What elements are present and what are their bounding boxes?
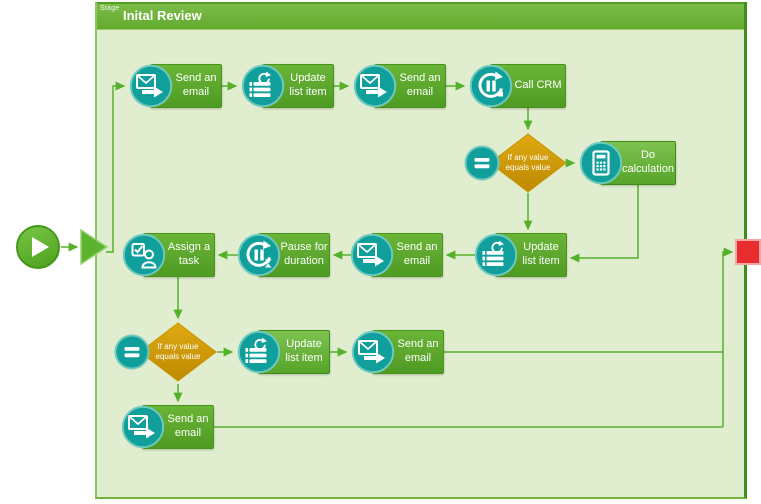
step-call-crm[interactable]: Call CRM: [469, 64, 566, 108]
step-label: Send an email: [396, 241, 438, 267]
step-update-list-item[interactable]: Update list item: [474, 233, 567, 277]
update-list-item-icon: [237, 330, 281, 374]
step-pause-duration[interactable]: Pause for duration: [237, 233, 330, 277]
step-label: Pause for duration: [280, 241, 328, 267]
workflow-start-node[interactable]: [16, 225, 60, 269]
stage-title[interactable]: Inital Review: [123, 8, 202, 23]
workflow-end-node[interactable]: [735, 239, 761, 265]
condition-label: If any value equals value: [505, 152, 551, 172]
update-list-item-icon: [474, 233, 518, 277]
step-label: Send an email: [399, 72, 441, 98]
update-list-item-icon: [241, 64, 285, 108]
step-send-email[interactable]: Send an email: [121, 405, 214, 449]
equals-icon[interactable]: [114, 334, 150, 370]
step-label: Update list item: [285, 338, 323, 364]
step-update-list-item[interactable]: Update list item: [241, 64, 334, 108]
send-email-icon: [129, 64, 173, 108]
step-label: Assign a task: [167, 241, 211, 267]
step-label: Update list item: [522, 241, 560, 267]
stage-entry-chevron: [80, 229, 108, 265]
equals-icon[interactable]: [464, 145, 500, 181]
step-do-calculation[interactable]: Do calculation: [579, 141, 676, 185]
step-send-email[interactable]: Send an email: [350, 233, 443, 277]
stage-tag-label: Stage: [100, 5, 120, 12]
send-email-icon: [353, 64, 397, 108]
send-email-icon: [351, 330, 395, 374]
step-send-email[interactable]: Send an email: [353, 64, 446, 108]
send-email-icon: [350, 233, 394, 277]
condition-label: If any value equals value: [155, 341, 201, 361]
step-label: Update list item: [289, 72, 327, 98]
step-update-list-item[interactable]: Update list item: [237, 330, 330, 374]
do-calculation-icon: [579, 141, 623, 185]
pause-duration-icon: [237, 233, 281, 277]
step-assign-task[interactable]: Assign a task: [122, 233, 215, 277]
play-icon: [32, 237, 49, 257]
step-send-email[interactable]: Send an email: [129, 64, 222, 108]
step-label: Send an email: [167, 413, 209, 439]
call-crm-icon: [469, 64, 513, 108]
condition-diamond[interactable]: If any value equals value: [489, 133, 567, 193]
send-email-icon: [121, 405, 165, 449]
condition-diamond[interactable]: If any value equals value: [139, 322, 217, 382]
stage-header[interactable]: Stage Inital Review: [97, 2, 744, 30]
step-label: Do calculation: [622, 149, 674, 175]
step-label: Call CRM: [514, 79, 562, 92]
step-send-email[interactable]: Send an email: [351, 330, 444, 374]
step-label: Send an email: [397, 338, 439, 364]
assign-task-icon: [122, 233, 166, 277]
step-label: Send an email: [175, 72, 217, 98]
